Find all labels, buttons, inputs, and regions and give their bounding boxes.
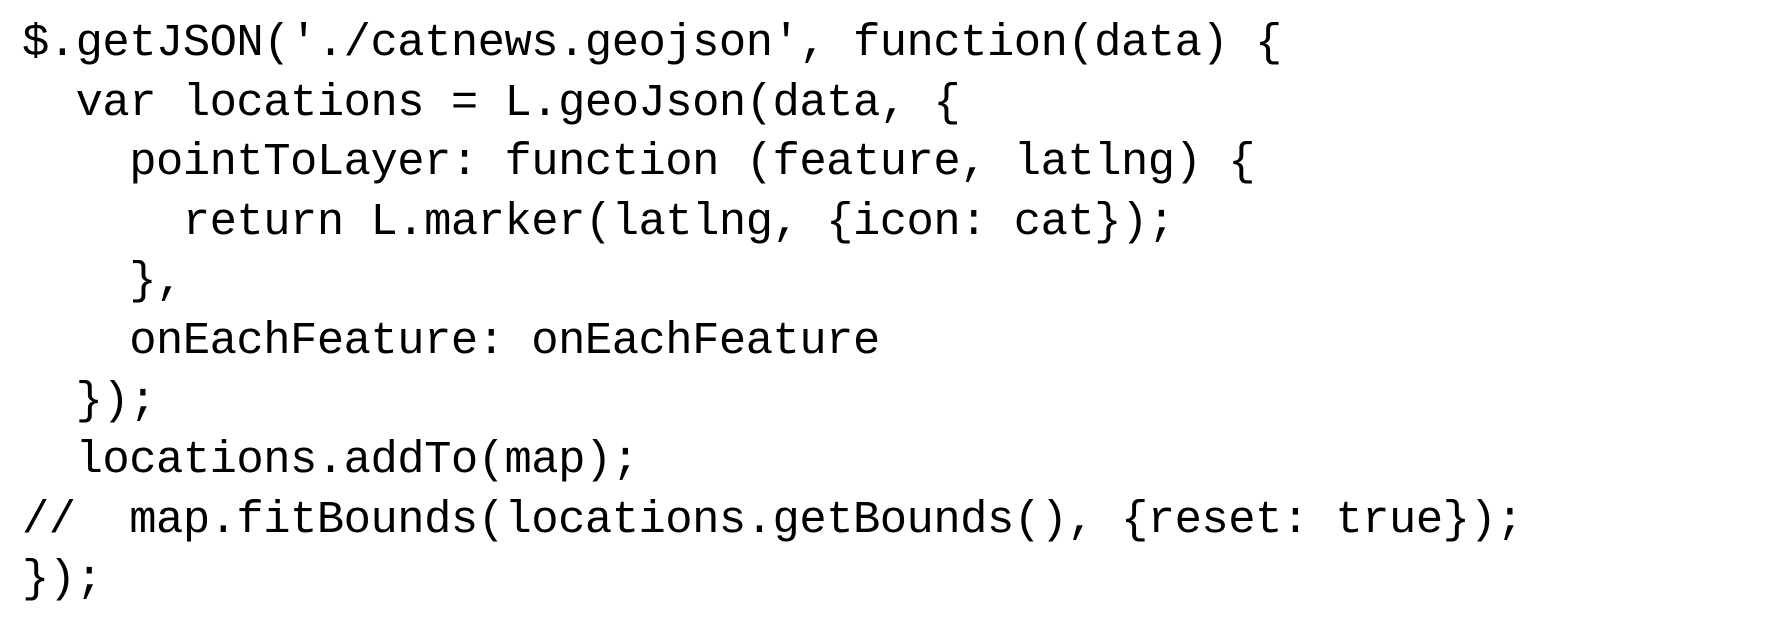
code-line-1: $.getJSON('./catnews.geojson', function(… xyxy=(22,17,1282,69)
code-line-2: var locations = L.geoJson(data, { xyxy=(22,76,961,129)
code-line-7: }); xyxy=(22,374,157,427)
code-line-6: onEachFeature: onEachFeature xyxy=(22,314,880,367)
code-line-4: return L.marker(latlng, {icon: cat}); xyxy=(22,195,1175,248)
code-line-9: // map.fitBounds(locations.getBounds(), … xyxy=(22,493,1524,546)
code-line-10: }); xyxy=(22,553,103,606)
code-line-3: pointToLayer: function (feature, latlng)… xyxy=(22,136,1256,189)
code-line-8: locations.addTo(map); xyxy=(22,434,639,487)
code-line-5: }, xyxy=(22,255,183,308)
